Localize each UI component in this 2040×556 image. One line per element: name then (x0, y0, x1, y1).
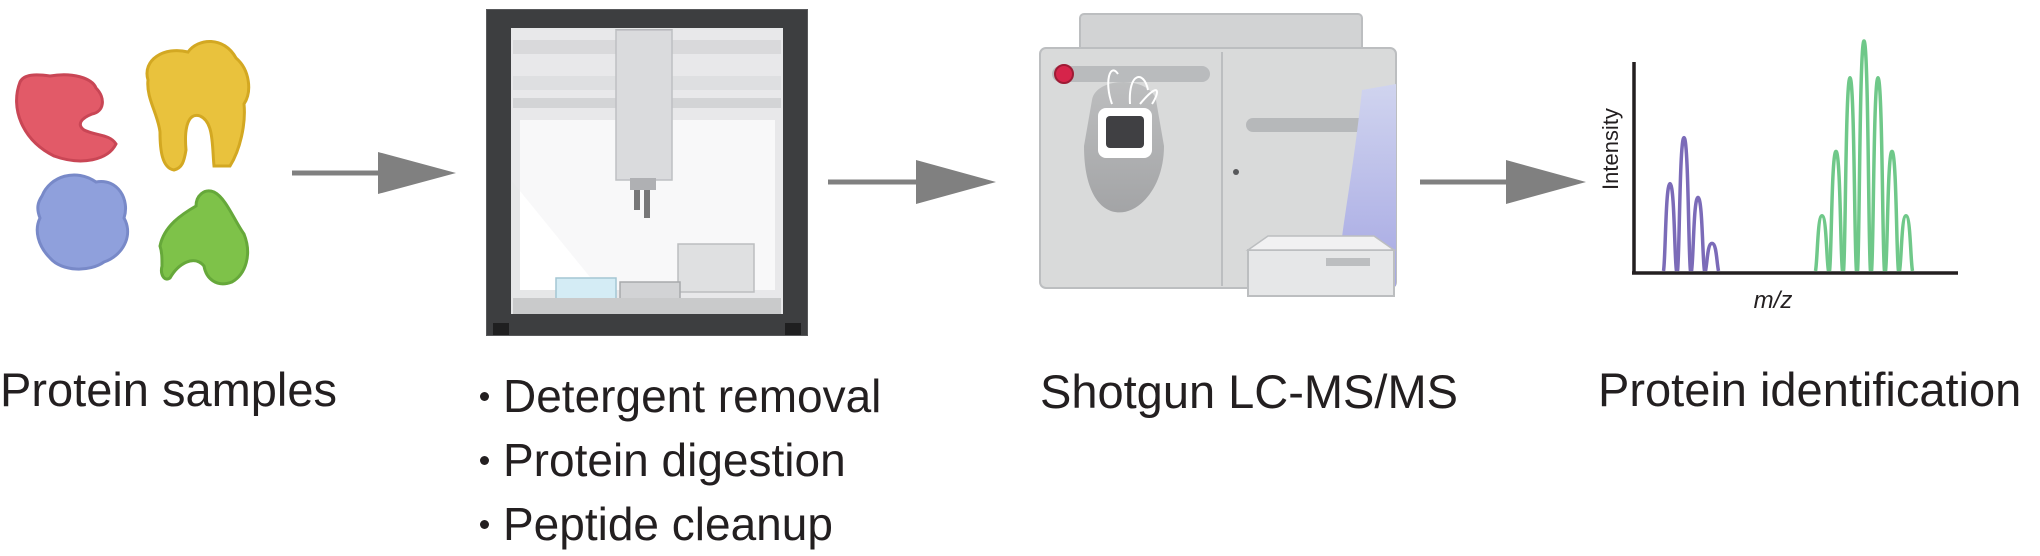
spectrum-peak (1855, 39, 1873, 272)
yellow-protein-icon (145, 40, 251, 172)
x-axis-label: m/z (1754, 287, 1793, 314)
spectrum-peak (1661, 181, 1679, 272)
spectrum-peaks (1661, 39, 1915, 272)
y-axis-label: Intensity (1598, 108, 1623, 190)
mass-spectrum-chart: Intensity m/z (1598, 39, 1958, 314)
preparation-steps: Detergent removal Protein digestion Pept… (480, 364, 881, 556)
spectrum-peak (1897, 214, 1915, 272)
blue-protein-icon (35, 173, 130, 271)
protein-samples-label: Protein samples (0, 363, 337, 416)
step-label: Protein digestion (503, 434, 846, 486)
bullet-icon (480, 456, 489, 466)
step-item: Protein digestion (480, 428, 881, 492)
bullet-icon (480, 392, 489, 402)
step-item: Peptide cleanup (480, 492, 881, 556)
identification-label: Protein identification (1598, 363, 2022, 416)
arrow-2 (828, 160, 996, 204)
arrow-3 (1420, 160, 1586, 204)
bullet-icon (480, 520, 489, 530)
spectrum-peak (1675, 135, 1693, 272)
spectrum-peak (1689, 195, 1707, 272)
step-label: Peptide cleanup (503, 498, 833, 550)
liquid-handler-illustration (486, 9, 808, 336)
protein-samples-illustration (15, 40, 251, 286)
red-protein-icon (15, 73, 118, 163)
green-protein-icon (158, 189, 249, 286)
spectrum-peak (1869, 76, 1887, 272)
step-item: Detergent removal (480, 364, 881, 428)
arrow-1 (292, 152, 456, 194)
spectrum-peak (1813, 214, 1831, 272)
step-label: Detergent removal (503, 370, 882, 422)
lcms-label: Shotgun LC-MS/MS (1040, 365, 1458, 418)
spectrum-peak (1703, 241, 1721, 272)
spectrum-peak (1841, 76, 1859, 272)
mass-spectrometer-illustration (1039, 13, 1397, 297)
spectrum-peak (1883, 149, 1901, 272)
spectrum-peak (1827, 149, 1845, 272)
